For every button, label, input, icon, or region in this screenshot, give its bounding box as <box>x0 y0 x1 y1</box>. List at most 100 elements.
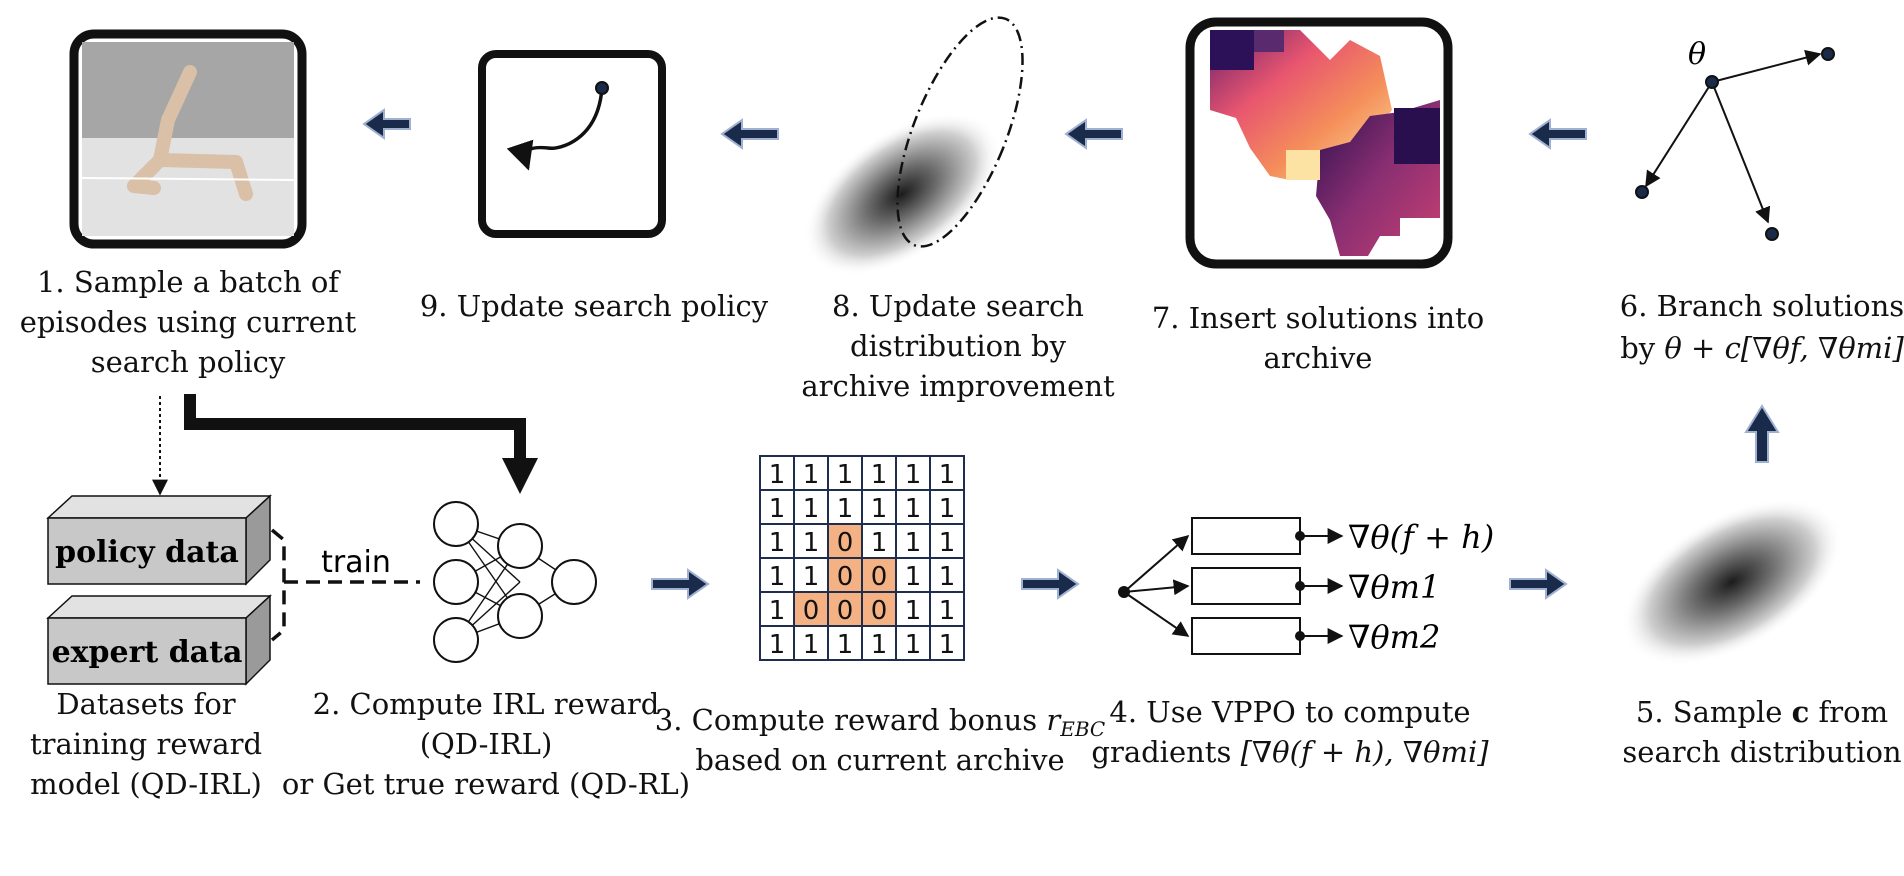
svg-text:gradients [∇θ(f + h), ∇θmi]: gradients [∇θ(f + h), ∇θmi] <box>1091 735 1489 769</box>
grid-cell <box>827 591 863 627</box>
grid-cell-value: 0 <box>837 596 854 626</box>
svg-text:Datasets for: Datasets for <box>56 687 235 721</box>
train-connector <box>270 528 420 642</box>
gradient-heads: ∇θ(f + h) ∇θm1 ∇θm2 <box>1118 517 1494 656</box>
grid-cell <box>895 523 931 559</box>
svg-text:5. Sample c from: 5. Sample c from <box>1636 695 1888 729</box>
grid-cell-value: 1 <box>905 494 922 524</box>
grid-cell-value: 1 <box>939 528 956 558</box>
flow-arrow-8-to-9 <box>720 118 779 150</box>
svg-text:(QD-IRL): (QD-IRL) <box>420 727 553 761</box>
grid-cell-value: 1 <box>939 460 956 490</box>
gradient-label-1: ∇θ(f + h) <box>1348 518 1494 556</box>
policy-data-label: policy data <box>55 535 239 570</box>
grid-cell-value: 1 <box>939 494 956 524</box>
curved-arrow-icon <box>506 87 604 171</box>
svg-text:archive improvement: archive improvement <box>801 369 1115 403</box>
grid-cell-value: 0 <box>871 596 888 626</box>
grid-cell-value: 1 <box>939 596 956 626</box>
flow-arrow-4-to-5 <box>1509 568 1568 600</box>
expert-data-label: expert data <box>52 635 243 670</box>
grid-cell <box>929 591 965 627</box>
grid-cell-value: 0 <box>803 596 820 626</box>
grid-cell-value: 1 <box>905 596 922 626</box>
grid-cell <box>929 625 965 661</box>
grid-cell-value: 1 <box>803 460 820 490</box>
flow-arrow-2-to-3 <box>651 568 710 600</box>
gradient-label-2: ∇θm1 <box>1348 568 1440 606</box>
expert-data-box: expert data <box>46 594 272 686</box>
svg-text:model (QD-IRL): model (QD-IRL) <box>30 767 262 801</box>
grid-cell-value: 1 <box>803 562 820 592</box>
flow-arrow-5-to-6 <box>1744 404 1780 463</box>
train-label: train <box>321 545 391 580</box>
grid-cell-value: 1 <box>769 562 786 592</box>
branch-arrows-icon <box>1645 49 1822 224</box>
grid-cell-value: 1 <box>871 528 888 558</box>
grid-cell <box>793 489 829 525</box>
gradient-expression: [∇θ(f + h), ∇θmi] <box>1241 735 1490 769</box>
reward-subscript: EBC <box>1059 717 1105 741</box>
grid-cell-value: 1 <box>871 460 888 490</box>
grid-cell-value: 0 <box>837 562 854 592</box>
grid-cell <box>861 489 897 525</box>
grid-cell-value: 1 <box>905 460 922 490</box>
svg-text:3. Compute reward bonus rEBC: 3. Compute reward bonus rEBC <box>655 703 1105 741</box>
step9-policy-panel <box>478 50 666 238</box>
grid-cell-value: 0 <box>837 528 854 558</box>
grid-cell-value: 1 <box>769 494 786 524</box>
grid-cell-value: 1 <box>837 630 854 660</box>
svg-text:or Get true reward (QD-RL): or Get true reward (QD-RL) <box>282 767 690 801</box>
step8-caption: 8. Update search distribution by archive… <box>801 289 1115 403</box>
grid-cell <box>929 455 965 491</box>
grid-cell-value: 1 <box>905 528 922 558</box>
dataset-caption: Datasets for training reward model (QD-I… <box>30 687 262 801</box>
grid-cell-value: 0 <box>871 562 888 592</box>
svg-text:training reward: training reward <box>30 727 262 761</box>
grid-cell <box>827 523 863 559</box>
svg-text:search distribution: search distribution <box>1622 735 1901 769</box>
grid-cell-value: 1 <box>803 494 820 524</box>
flow-arrow-3-to-4 <box>1021 568 1080 600</box>
updated-distribution-ellipse <box>896 16 1024 248</box>
grid-cell-value: 1 <box>769 596 786 626</box>
svg-text:6. Branch solutions: 6. Branch solutions <box>1620 289 1904 323</box>
svg-text:archive: archive <box>1264 341 1373 375</box>
grid-cell-value: 1 <box>905 562 922 592</box>
svg-text:2. Compute IRL reward: 2. Compute IRL reward <box>313 687 660 721</box>
svg-text:search policy: search policy <box>91 345 286 379</box>
sim-floor <box>82 138 294 236</box>
flow-arrow-9-to-1 <box>362 108 411 140</box>
grid-cell-value: 1 <box>769 460 786 490</box>
grid-cell-value: 1 <box>939 562 956 592</box>
grid-cell-value: 1 <box>769 528 786 558</box>
gaussian-blob-icon <box>803 112 1001 276</box>
svg-text:8. Update search: 8. Update search <box>832 289 1084 323</box>
step1-caption: 1. Sample a batch of episodes using curr… <box>20 265 357 379</box>
step5-caption: 5. Sample c from search distribution <box>1622 695 1901 769</box>
step7-archive-panel <box>1185 17 1453 269</box>
grid-cell-value: 1 <box>871 630 888 660</box>
branch-expression: θ + c[∇θf, ∇θmi] <box>1664 331 1904 365</box>
walker-simulation-icon <box>127 65 253 201</box>
grid-cell <box>895 455 931 491</box>
heatmap-archive-icon <box>1210 30 1440 256</box>
grid-cell <box>759 557 795 593</box>
grid-cell-value: 1 <box>837 460 854 490</box>
svg-text:episodes using current: episodes using current <box>20 305 357 339</box>
grid-cell <box>929 523 965 559</box>
grid-cell-value: 1 <box>803 630 820 660</box>
grid-cell-value: 1 <box>769 630 786 660</box>
grid-cell-value: 1 <box>803 528 820 558</box>
grid-cell <box>861 625 897 661</box>
grid-cell-value: 1 <box>905 630 922 660</box>
neural-network-icon <box>433 501 597 663</box>
step1-sim-panel <box>69 29 307 249</box>
svg-text:7. Insert solutions into: 7. Insert solutions into <box>1152 301 1484 335</box>
svg-text:4. Use VPPO to compute: 4. Use VPPO to compute <box>1109 695 1470 729</box>
theta-label: θ <box>1688 37 1706 72</box>
svg-text:distribution by: distribution by <box>850 329 1067 363</box>
reward-symbol: r <box>1046 703 1062 737</box>
flow-arrow-7-to-8 <box>1064 118 1123 150</box>
